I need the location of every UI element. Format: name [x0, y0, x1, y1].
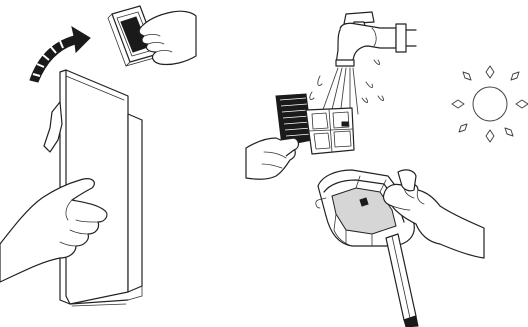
sun-icon: [452, 66, 528, 142]
step-rinse-filter: [246, 12, 416, 179]
faucet-icon: [336, 12, 416, 66]
cleaning-brush: [386, 234, 418, 327]
step-remove-filter: [0, 6, 196, 306]
step-clean-container: [316, 170, 484, 327]
step-dry-filter: [452, 66, 528, 142]
hand-rinse: [246, 138, 299, 179]
